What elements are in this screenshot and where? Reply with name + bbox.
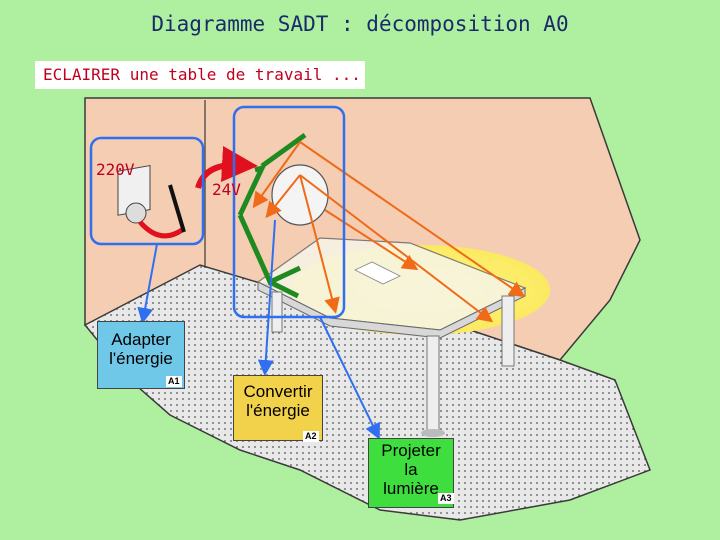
pointer-a1 bbox=[137, 243, 158, 324]
subtitle: ECLAIRER une table de travail ... bbox=[43, 65, 361, 84]
power-cable-plug bbox=[168, 184, 186, 233]
box-a1-tag: A1 bbox=[166, 376, 182, 387]
frame-a1-region bbox=[89, 136, 205, 246]
box-a1-line2: l'énergie bbox=[109, 349, 173, 368]
paper-sheet bbox=[354, 261, 401, 285]
frame-a2-region bbox=[232, 105, 346, 319]
box-a1-line1: Adapter bbox=[111, 330, 171, 349]
box-a3-line3: lumière bbox=[383, 479, 439, 498]
table-leg bbox=[271, 291, 283, 333]
box-a3-tag: A3 bbox=[438, 493, 454, 504]
lamp-base-line bbox=[268, 279, 300, 299]
box-a2-line2: l'énergie bbox=[246, 401, 310, 420]
voltage-in-label: 220V bbox=[96, 160, 135, 179]
table-leg-shadow bbox=[421, 429, 445, 437]
light-rays bbox=[252, 141, 526, 323]
lamp-arm bbox=[237, 164, 267, 217]
table-leg bbox=[426, 335, 440, 432]
lamp-shade bbox=[271, 164, 329, 226]
subtitle-box: ECLAIRER une table de travail ... bbox=[35, 61, 365, 89]
page-title: Diagramme SADT : décomposition A0 bbox=[151, 12, 569, 36]
table-leg bbox=[501, 295, 515, 367]
power-cable bbox=[138, 220, 184, 239]
voltage-out-label: 24V bbox=[212, 180, 241, 199]
lamp-arm bbox=[260, 132, 307, 169]
function-box-a2: Convertir l'énergie bbox=[233, 375, 323, 441]
box-a2-tag: A2 bbox=[303, 431, 319, 442]
function-box-a3: Projeter la lumière bbox=[368, 438, 454, 508]
pointer-a2 bbox=[257, 219, 276, 376]
socket-face bbox=[125, 202, 147, 224]
box-a2-line1: Convertir bbox=[243, 382, 313, 401]
box-a3-line2: la bbox=[404, 460, 418, 479]
box-a3-line1: Projeter bbox=[381, 441, 441, 460]
pointer-a3 bbox=[319, 316, 380, 440]
